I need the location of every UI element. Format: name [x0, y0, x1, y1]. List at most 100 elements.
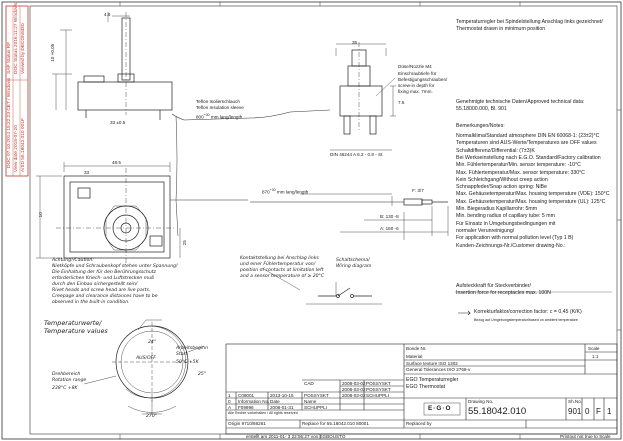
caution-line: Rivet heads and screw head are live part… [52, 288, 151, 293]
tolerances-label: General Tolerances ISO 2768-v [406, 367, 471, 372]
title-de: EGO Temperaturregler [406, 377, 459, 383]
screw-depth-en2: fixing max. 7mm. [398, 89, 433, 94]
screw-depth-de: Einschraubtiefe für [398, 71, 437, 76]
page-number: 1 [607, 407, 612, 416]
note-line: Für Einsatz in Umgebungsbedingungen mit [456, 220, 556, 227]
approved-label: Genehmigte technische Daten/Approved tec… [456, 99, 585, 105]
schema-de: Schaltschema/ [336, 258, 370, 263]
caution-title: Achtung!/Caution: [52, 258, 94, 263]
rev-1-date: 2013-10-15 [270, 393, 294, 398]
replaced-by: Replaced by [406, 421, 432, 426]
terminal-view [330, 42, 396, 151]
side-stamp-4: View date 2015-07-20 [14, 125, 19, 172]
start-label: Start [176, 352, 188, 357]
replace-for: Replace for 55.18042.010 80001 [302, 421, 369, 426]
work-start-label: Arbeitsbeginn [176, 346, 209, 351]
title-block-frame [225, 343, 618, 435]
rev-1-info: C09001 [238, 393, 255, 398]
side-view [52, 12, 173, 120]
drawing-no-label: Drawing No. [468, 399, 494, 404]
side-stamp-2: DOC Status 2016:11:27 Windows [14, 2, 19, 74]
note-line: For application with normal pollution le… [456, 235, 574, 242]
dim-B: B: 130 -8 [380, 214, 399, 219]
drawn-name: POSSYSKT [366, 381, 391, 386]
force-value: Insertion force for receptacles max. 100… [456, 290, 551, 296]
checked-name: POSSYSKT [366, 387, 391, 392]
notes-header-de: Temperaturregler bei Spindelstellung Ans… [456, 19, 603, 25]
note-line: Kein Schleichgang/Without creep action [456, 176, 548, 183]
rev-1-idx: 1 [228, 393, 231, 398]
dim-4-6: 4.6 [104, 12, 111, 17]
origin: Origin 9710/86261 [228, 421, 266, 426]
note-line: Min. Biegeradius Kapillarrohr: 5mm [456, 206, 538, 212]
bonde-label: Bonde Nr. [406, 346, 427, 351]
dim-10b: 10 [37, 212, 43, 218]
caution-line: Creepage and clearance distances have to… [52, 294, 158, 299]
screw-depth-de2: Befestigungsschrauben/ [398, 77, 448, 82]
note-line: Temperaturen sind AUS-Werte/Temperatures… [456, 140, 597, 147]
rev-a-idx: A [228, 405, 232, 410]
drawing-number: 55.18042.010 [468, 406, 527, 417]
approved-value: 55.18000.000, Bl. 901 [456, 106, 507, 112]
copyright: Alle Rechte vorbehalten / All rights res… [228, 411, 298, 415]
note-line: Min. Fühlertemperatur/Min. sensor temper… [456, 162, 581, 169]
caution-line: Nietköpfe und Schraubenkopf stehen unter… [52, 264, 178, 269]
sheet-label: Sh.No. [568, 399, 583, 404]
teflon-label-en: Teflon Insulation sleeve [196, 105, 244, 110]
note-line: Min. bending radius of capillary tube: 5… [456, 213, 555, 220]
caution-line: Die Einhaltung der für den Berührungssch… [52, 270, 156, 275]
temperature-dial [83, 319, 205, 415]
off-label: AUS/OFF [136, 356, 156, 361]
front-view [36, 162, 181, 264]
company-name: E·G·O [428, 405, 452, 412]
rev-0-info: Information No. [238, 399, 270, 404]
title-en: EGO Thermostat [406, 384, 446, 390]
angle-270: 270° [146, 414, 158, 419]
rev-0-idx: 0 [228, 399, 231, 404]
note-line: Max. Gehäusetemperatur/Max. housing temp… [456, 198, 606, 205]
screw-depth-en: screw-in depth for [398, 83, 435, 88]
remarks-title: Bemerkungen/Notes: [456, 123, 505, 129]
teflon-label-de: Teflon Isolierschlauch [196, 99, 240, 104]
start-range: 50°C +5K [176, 360, 199, 365]
angle-25: 25° [198, 372, 207, 377]
format-letter: F [596, 407, 601, 416]
contact-line: position of contacts at limitation left [240, 268, 324, 273]
rev-number: 0 [585, 407, 590, 416]
rev-0-name: Name [304, 399, 317, 404]
cad-label: CAD [304, 381, 314, 386]
note-line: Kunden-Zeichnungs-Nr./Customer drawing-N… [456, 242, 566, 249]
dim-A: A: 160 -6 [380, 226, 399, 231]
wiring-diagram [306, 282, 382, 305]
dim-10: 10 +0.05 [50, 43, 56, 62]
material-label: Material [406, 354, 423, 359]
rev-a-date: 2008-01-31 [270, 405, 294, 410]
correction-sub: Bezug auf Umgebungstemperatur/based on a… [474, 318, 578, 322]
side-stamp-3: Viewed by DECONSDD [21, 23, 26, 74]
scale-value: 1:1 [592, 354, 599, 359]
scale-label: Scale [588, 346, 600, 351]
dim-25: 25 [181, 240, 187, 246]
rev-a-name: SCHUPPLI [304, 405, 327, 410]
note-line: Normalklima/Standard atmosphere DIN EN 6… [456, 133, 600, 139]
teflon-length: 800+30 mm lang/length [196, 113, 243, 120]
note-line: Bei Werkseinstellung nach E.G.O. Standar… [456, 154, 601, 161]
rev-1-name: POSSYSKT [304, 393, 329, 398]
schema-en: Wiring diagram [336, 264, 372, 269]
note-line: Schnappfeder/Snap action spring: NiBe [456, 184, 547, 191]
caution-line: erforderlichen Kriech- und Luftstrecken … [52, 276, 155, 281]
contact-line: and a sensor temperature of ≥ 20°C [240, 274, 325, 279]
note-line: Max. Fühlertemperatur/Max. sensor temper… [456, 169, 585, 176]
caution-line: durch den Einbau sichergestellt sein/ [52, 282, 138, 287]
tube-length: 870+30 mm lang/length [262, 188, 309, 195]
checked-date: 2008-03-02 [342, 387, 366, 392]
dim-7-5: 7.5 [398, 100, 405, 105]
rotation-en: Rotation range [52, 378, 87, 383]
temp-title-en: Temperature values [44, 327, 108, 335]
angle-24: 24° [148, 340, 157, 345]
footer-created: erstellt am 2011-01- 3 22:56:27 von EGBO… [246, 434, 346, 439]
dim-48-5: 48.5 [112, 160, 121, 165]
dim-33b: 33 [84, 170, 90, 175]
rev-0-date: Date [270, 399, 280, 404]
side-stamp-1: DOC 07.10.2014 15:22:23 CET / Windows [7, 77, 12, 168]
